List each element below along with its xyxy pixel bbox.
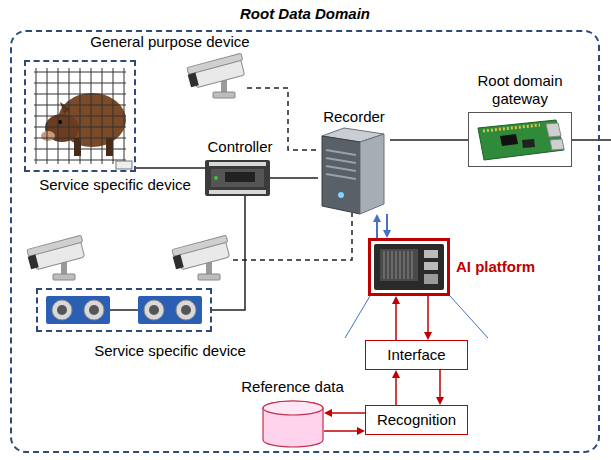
connector — [392, 370, 400, 405]
connector — [270, 178, 318, 179]
database-cylinder: Reference data — [262, 400, 324, 448]
connector-line — [212, 196, 245, 310]
connector-line — [270, 177, 318, 179]
domain-boundary: Root Data DomainGeneral purpose deviceSe… — [10, 30, 600, 453]
uplink-wire — [572, 139, 611, 141]
plc-icon — [205, 160, 270, 196]
connector — [424, 296, 432, 340]
camera-device: General purpose device — [185, 56, 247, 101]
node-label: Controller — [190, 138, 290, 156]
arrowhead — [436, 397, 444, 405]
ai-platform-box: AI platform — [368, 238, 450, 296]
connector — [136, 168, 205, 169]
connector-line — [439, 370, 441, 399]
connector-line — [386, 214, 388, 232]
connector-line — [390, 139, 468, 141]
trap-illustration — [34, 68, 132, 169]
camera-icon — [26, 235, 87, 280]
server-icon — [322, 128, 384, 214]
node-label: General purpose device — [80, 33, 260, 51]
connector-line — [395, 302, 397, 340]
node-label: Service specific device — [15, 176, 215, 194]
node-label: Reference data — [225, 378, 360, 396]
arrowhead — [392, 296, 400, 304]
connector-line — [136, 167, 205, 169]
connector — [390, 140, 468, 141]
camera-icon — [171, 235, 232, 280]
arrowhead — [392, 370, 400, 378]
arrowhead — [383, 230, 391, 238]
process-box: Interface — [365, 340, 468, 370]
connector — [324, 409, 365, 417]
connector-line — [376, 220, 378, 238]
controller-device: Controller — [205, 160, 270, 196]
camera-wire — [233, 213, 352, 260]
zoom-line — [450, 296, 488, 338]
connector-line — [427, 296, 429, 334]
raspberry-pi-icon — [478, 120, 564, 160]
node-label: Recorder — [304, 108, 404, 126]
arrowhead — [357, 427, 365, 435]
connector — [392, 296, 400, 340]
zoom-line — [345, 296, 370, 338]
connector-line — [330, 412, 365, 414]
box-label: Recognition — [377, 411, 456, 429]
cylinder-outline — [262, 400, 324, 448]
connector — [212, 196, 245, 310]
camera-icon — [186, 53, 247, 98]
connector — [383, 214, 391, 238]
node-label: AI platform — [456, 258, 566, 276]
ultrasonic-sensor-icon — [46, 296, 202, 324]
process-box: Recognition — [365, 405, 468, 435]
node-label: Service specific device — [70, 342, 270, 360]
connector-line — [395, 376, 397, 405]
cylinder-body — [263, 401, 323, 447]
domain-title: Root Data Domain — [10, 5, 600, 23]
cylinder-top — [263, 401, 323, 415]
box-label: Interface — [387, 346, 445, 364]
device-group: Service specific device — [24, 60, 136, 172]
device-group: Service specific device — [36, 288, 212, 332]
connector — [324, 427, 365, 435]
arrowhead — [324, 409, 332, 417]
gateway-box: Root domain gateway — [468, 112, 572, 167]
node-label: Root domain gateway — [460, 72, 580, 108]
arrowhead — [424, 332, 432, 340]
ai-board-icon — [374, 244, 444, 290]
connector — [436, 370, 444, 405]
connector — [373, 214, 381, 238]
connector-line — [324, 430, 359, 432]
arrowhead — [373, 214, 381, 222]
recorder-server: Recorder — [318, 128, 390, 214]
